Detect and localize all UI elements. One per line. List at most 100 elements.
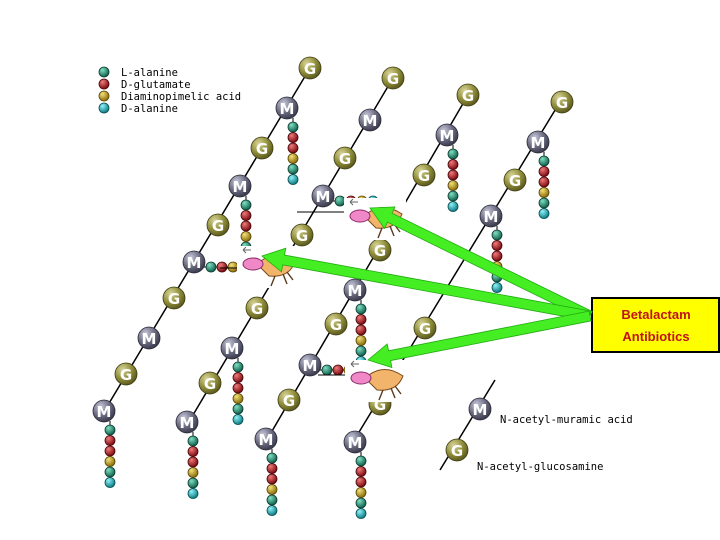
n-acetyl-glucosamine-unit: G bbox=[550, 90, 574, 114]
n-acetyl-muramic-acid-unit: M bbox=[275, 96, 299, 120]
l-alanine-bead bbox=[187, 477, 199, 489]
n-acetyl-muramic-acid-unit: M bbox=[311, 184, 335, 208]
g-ball bbox=[445, 438, 469, 462]
g-ball bbox=[277, 388, 301, 412]
n-acetyl-glucosamine-unit: G bbox=[368, 238, 392, 262]
g-letter: G bbox=[374, 242, 386, 260]
n-acetyl-glucosamine-unit: G bbox=[333, 146, 357, 170]
m-letter: M bbox=[142, 330, 157, 348]
d-glutamate-bead bbox=[266, 473, 278, 485]
d-glutamate-bead bbox=[187, 456, 199, 468]
enzyme-head bbox=[350, 371, 372, 385]
g-letter: G bbox=[251, 300, 263, 318]
glycan-strand bbox=[104, 67, 311, 411]
l-alanine-bead bbox=[538, 197, 550, 209]
m-letter: M bbox=[531, 134, 546, 152]
diaminopimelic-acid-bead bbox=[187, 467, 199, 478]
legend-label: D-alanine bbox=[121, 103, 178, 115]
d-alanine-bead bbox=[491, 282, 503, 293]
diaminopimelic-acid-bead bbox=[355, 335, 367, 346]
n-acetyl-muramic-acid-unit: M bbox=[254, 427, 278, 451]
n-acetyl-muramic-acid-unit: M bbox=[182, 250, 206, 274]
l-alanine-bead bbox=[187, 435, 199, 447]
n-acetyl-glucosamine-unit: G bbox=[381, 66, 405, 90]
g-ball bbox=[412, 163, 436, 187]
d-glutamate-bead bbox=[538, 176, 550, 188]
n-acetyl-muramic-acid-unit: M bbox=[343, 278, 367, 302]
diaminopimelic-acid-bead bbox=[266, 484, 278, 495]
d-alanine-bead bbox=[538, 208, 550, 219]
g-letter: G bbox=[296, 227, 308, 245]
d-glutamate-bead bbox=[355, 466, 367, 477]
l-alanine-bead bbox=[232, 361, 244, 373]
n-acetyl-muramic-acid-unit: M bbox=[92, 399, 116, 423]
d-glutamate-bead bbox=[447, 159, 459, 170]
m-letter: M bbox=[363, 112, 378, 130]
g-ball bbox=[298, 56, 322, 80]
g-letter: G bbox=[509, 172, 521, 190]
transpeptidase-enzyme bbox=[345, 360, 407, 402]
enzyme-legs bbox=[270, 271, 294, 287]
glucosamine-label: N-acetyl-glucosamine bbox=[477, 461, 603, 473]
n-acetyl-muramic-acid-unit: M bbox=[468, 397, 492, 421]
m-letter: M bbox=[484, 208, 499, 226]
callout-line-1: Betalactam bbox=[621, 307, 690, 322]
d-glutamate-bead bbox=[104, 435, 116, 446]
l-alanine-bead bbox=[104, 466, 116, 478]
g-letter: G bbox=[304, 60, 316, 78]
g-ball bbox=[290, 223, 314, 247]
enzyme-head bbox=[349, 209, 371, 223]
g-letter: G bbox=[339, 150, 351, 168]
g-letter: G bbox=[120, 366, 132, 384]
l-alanine-bead bbox=[266, 494, 278, 506]
n-acetyl-glucosamine-unit: G bbox=[298, 56, 322, 80]
l-alanine-bead bbox=[355, 497, 367, 509]
d-glutamate-bead bbox=[98, 78, 110, 90]
g-ball bbox=[503, 168, 527, 192]
m-ball bbox=[275, 96, 299, 120]
legend-item-diaminopimelic-acid: Diaminopimelic acid bbox=[98, 90, 241, 103]
green-arrow bbox=[261, 247, 592, 322]
d-alanine-bead bbox=[104, 477, 116, 488]
m-ball bbox=[228, 174, 252, 198]
g-ball bbox=[456, 83, 480, 107]
d-glutamate-bead bbox=[287, 132, 299, 143]
legend-label: L-alanine bbox=[121, 67, 178, 79]
l-alanine-bead bbox=[98, 66, 110, 78]
n-acetyl-glucosamine-unit: G bbox=[277, 388, 301, 412]
n-acetyl-glucosamine-unit: G bbox=[503, 168, 527, 192]
d-glutamate-bead bbox=[491, 250, 503, 262]
m-ball bbox=[358, 108, 382, 132]
l-alanine-bead bbox=[287, 121, 299, 133]
m-ball bbox=[220, 336, 244, 360]
d-alanine-bead bbox=[287, 174, 299, 185]
l-alanine-bead bbox=[205, 261, 217, 273]
legend-item-d-alanine: D-alanine bbox=[98, 102, 178, 115]
d-alanine-bead bbox=[355, 508, 367, 519]
m-letter: M bbox=[303, 357, 318, 375]
d-glutamate-bead bbox=[187, 446, 199, 457]
g-ball bbox=[324, 312, 348, 336]
g-letter: G bbox=[387, 70, 399, 88]
d-glutamate-bead bbox=[240, 210, 252, 221]
diaminopimelic-acid-bead bbox=[447, 180, 459, 191]
m-ball bbox=[468, 397, 492, 421]
m-letter: M bbox=[316, 188, 331, 206]
g-ball bbox=[250, 136, 274, 160]
enzyme-pointer bbox=[242, 246, 251, 254]
n-acetyl-glucosamine-unit: G bbox=[456, 83, 480, 107]
legend-label: D-glutamate bbox=[121, 79, 191, 91]
l-alanine-bead bbox=[104, 424, 116, 436]
d-glutamate-bead bbox=[355, 476, 367, 488]
diaminopimelic-acid-bead bbox=[240, 231, 252, 242]
m-letter: M bbox=[348, 434, 363, 452]
n-acetyl-muramic-acid-unit: M bbox=[137, 326, 161, 350]
n-acetyl-muramic-acid-unit: M bbox=[526, 130, 550, 154]
g-letter: G bbox=[418, 167, 430, 185]
n-acetyl-glucosamine-unit: G bbox=[198, 371, 222, 395]
d-glutamate-bead bbox=[491, 240, 503, 251]
d-alanine-bead bbox=[447, 201, 459, 212]
l-alanine-bead bbox=[447, 190, 459, 202]
n-acetyl-glucosamine-unit: G bbox=[413, 316, 437, 340]
callout-line-2: Antibiotics bbox=[622, 329, 689, 344]
